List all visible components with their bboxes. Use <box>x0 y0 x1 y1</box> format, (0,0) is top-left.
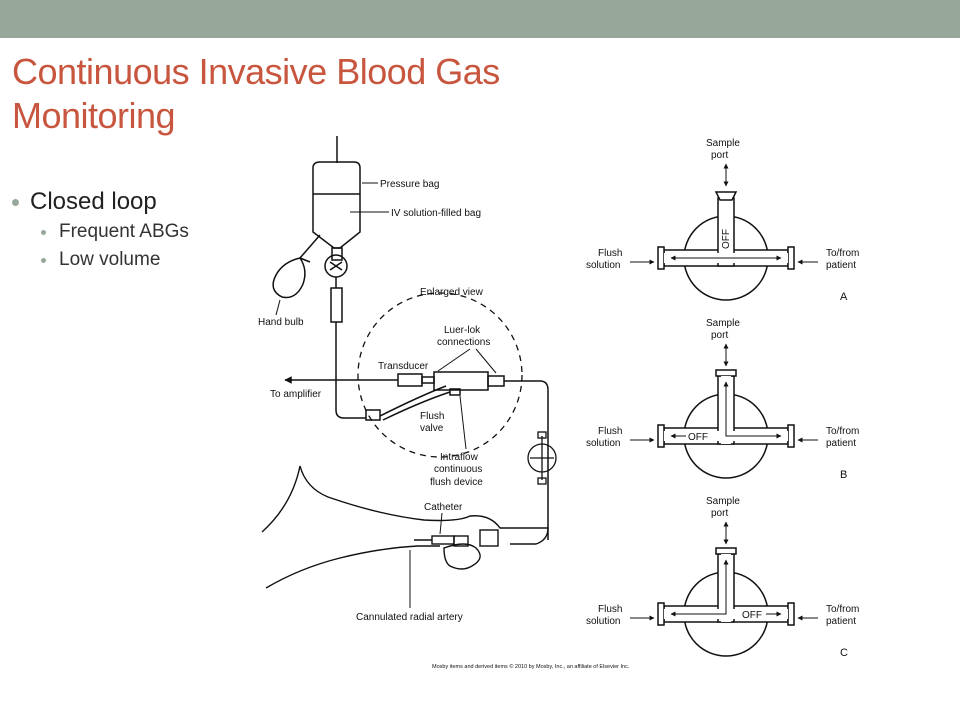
panel-a-solution-label: solution <box>586 260 620 271</box>
label-pressure-bag: Pressure bag <box>380 179 439 190</box>
panel-a-port-label: port <box>711 150 728 161</box>
stopcock-panel-a: Sample port OFF Flush solution To/from p… <box>586 138 859 303</box>
line-stopcock <box>527 431 557 485</box>
panel-b-sample-label: Sample <box>706 318 740 329</box>
panel-a-tofrom-label: To/from <box>826 248 859 259</box>
label-hand-bulb: Hand bulb <box>258 317 304 328</box>
label-flush: Flush <box>420 411 444 422</box>
panel-b-flush-label: Flush <box>598 426 622 437</box>
patient-arm <box>261 465 549 589</box>
panel-a-sample-label: Sample <box>706 138 740 149</box>
bullet-text: Frequent ABGs <box>59 221 189 242</box>
panel-c-letter: C <box>840 647 848 659</box>
copyright-notice: Mosby items and derived items © 2010 by … <box>432 663 630 670</box>
panel-a-letter: A <box>840 291 848 303</box>
panel-c-flush-label: Flush <box>598 604 622 615</box>
blood-gas-monitoring-diagram: Pressure bag IV solution-filled bag Hand… <box>258 136 859 670</box>
panel-c-solution-label: solution <box>586 616 620 627</box>
label-transducer: Transducer <box>378 361 429 372</box>
panel-a-off-label: OFF <box>721 229 732 249</box>
panel-b-letter: B <box>840 469 847 481</box>
label-continuous: continuous <box>434 464 482 475</box>
label-connections: connections <box>437 337 490 348</box>
panel-c-off-label: OFF <box>742 610 762 621</box>
label-valve: valve <box>420 423 444 434</box>
panel-c-patient-label: patient <box>826 616 856 627</box>
transducer-assembly <box>284 371 549 540</box>
panel-c-port-label: port <box>711 508 728 519</box>
label-flush-device: flush device <box>430 477 483 488</box>
label-catheter: Catheter <box>424 502 463 513</box>
slide-title-line-1: Continuous Invasive Blood Gas <box>12 51 500 92</box>
slide-title-line-2: Monitoring <box>12 95 176 136</box>
panel-b-port-label: port <box>711 330 728 341</box>
stopcock-panel-b: Sample port OFF Flush solution To/from p… <box>586 318 859 481</box>
bullet-text: Closed loop <box>30 188 157 215</box>
bullet-dot <box>41 258 46 263</box>
bullet-dot <box>12 199 19 206</box>
panel-b-tofrom-label: To/from <box>826 426 859 437</box>
enlarged-view-circle <box>357 292 523 458</box>
label-luer-lok: Luer-lok <box>444 325 481 336</box>
panel-b-solution-label: solution <box>586 438 620 449</box>
sub-bullet-item: Low volume <box>10 246 189 274</box>
panel-c-tofrom-label: To/from <box>826 604 859 615</box>
bullet-text: Low volume <box>59 249 161 270</box>
top-accent-band <box>0 0 960 38</box>
panel-c-sample-label: Sample <box>706 496 740 507</box>
label-radial-artery: Cannulated radial artery <box>356 612 463 623</box>
panel-a-flush-label: Flush <box>598 248 622 259</box>
bullet-item: Closed loop <box>10 186 189 218</box>
label-to-amplifier: To amplifier <box>270 389 322 400</box>
sub-bullet-item: Frequent ABGs <box>10 218 189 246</box>
label-enlarged-view: Enlarged view <box>420 287 484 298</box>
slide-title: Continuous Invasive Blood Gas Monitoring <box>12 50 612 138</box>
panel-b-patient-label: patient <box>826 438 856 449</box>
bullet-dot <box>41 230 46 235</box>
pressure-bag-assembly <box>272 136 381 421</box>
panel-b-off-label: OFF <box>688 432 708 443</box>
panel-a-patient-label: patient <box>826 260 856 271</box>
bullet-list: Closed loop Frequent ABGs Low volume <box>10 186 189 274</box>
label-iv-bag: IV solution-filled bag <box>391 208 481 219</box>
stopcock-panel-c: Sample port OFF Flush solution To/from p… <box>586 496 859 659</box>
label-intraflow: Intraflow <box>440 452 479 463</box>
